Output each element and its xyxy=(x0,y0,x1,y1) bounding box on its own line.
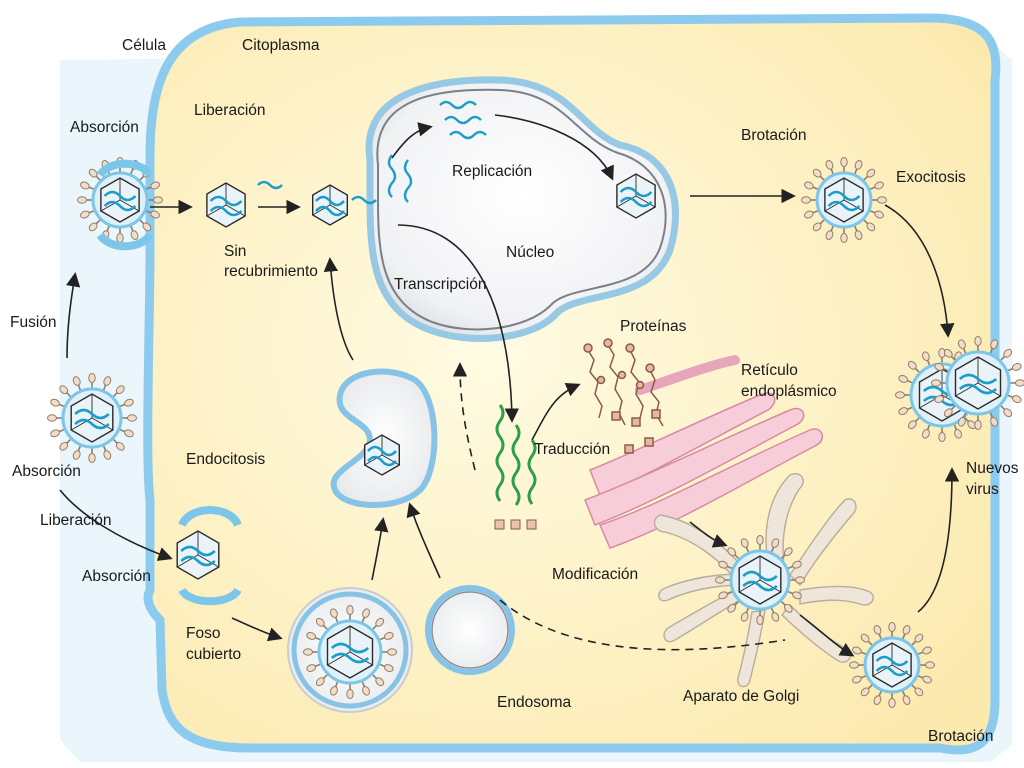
viral-rna xyxy=(257,100,487,205)
label-endocitosis: Endocitosis xyxy=(186,451,266,468)
virus-uncoating xyxy=(206,182,246,228)
label-absorcion-top: Absorción xyxy=(70,119,139,136)
label-liberacion-left: Liberación xyxy=(40,512,112,529)
label-virus: virus xyxy=(966,481,999,498)
label-fusion: Fusión xyxy=(10,314,57,331)
virus-golgi xyxy=(715,535,805,625)
virus-particles xyxy=(47,157,1024,708)
endosome xyxy=(425,585,515,675)
label-nuevos: Nuevos xyxy=(966,460,1019,477)
virus-fusion xyxy=(47,373,137,463)
label-foso: Foso xyxy=(186,625,221,642)
label-brotacion-bottom: Brotación xyxy=(928,728,994,745)
label-aparato-golgi: Aparato de Golgi xyxy=(683,688,800,705)
label-celula: Célula xyxy=(122,37,166,54)
label-liberacion-top: Liberación xyxy=(194,102,266,119)
label-endoplasmico: endoplásmico xyxy=(741,383,837,400)
label-modificacion: Modificación xyxy=(552,566,639,583)
virus-budding-bottom xyxy=(849,622,935,708)
process-arrows xyxy=(59,114,960,657)
mrna-strands xyxy=(495,404,537,506)
label-proteinas: Proteínas xyxy=(620,318,687,335)
membrane-pits xyxy=(96,159,242,606)
label-sin: Sin xyxy=(224,243,247,260)
label-brotacion-top: Brotación xyxy=(741,127,807,144)
label-exocitosis: Exocitosis xyxy=(896,169,966,186)
label-absorcion-bottom: Absorción xyxy=(82,568,151,585)
label-recubrimiento: recubrimiento xyxy=(224,263,318,280)
label-absorcion-left: Absorción xyxy=(12,463,81,480)
virus-in-vesicle xyxy=(364,434,400,476)
virus-in-nucleus xyxy=(616,173,656,219)
virus-new-1 xyxy=(895,348,989,442)
label-citoplasma: Citoplasma xyxy=(242,37,320,54)
virus-new-2 xyxy=(931,336,1024,430)
protein-chains xyxy=(583,338,664,454)
virus-absorption-top xyxy=(77,157,163,243)
label-nucleo: Núcleo xyxy=(506,244,555,261)
nuclear-envelope-inner xyxy=(376,88,667,331)
label-reticulo: Retículo xyxy=(741,362,798,379)
virus-entering-nucleus xyxy=(312,184,348,226)
virus-endocytosis xyxy=(176,530,220,580)
label-endosoma: Endosoma xyxy=(497,694,572,711)
virus-budding-top xyxy=(801,157,887,243)
label-traduccion: Traducción xyxy=(534,441,611,458)
label-transcripcion: Transcripción xyxy=(394,276,487,293)
label-cubierto: cubierto xyxy=(186,646,242,663)
label-replicacion: Replicación xyxy=(452,163,533,180)
virus-coated-pit xyxy=(303,605,397,699)
